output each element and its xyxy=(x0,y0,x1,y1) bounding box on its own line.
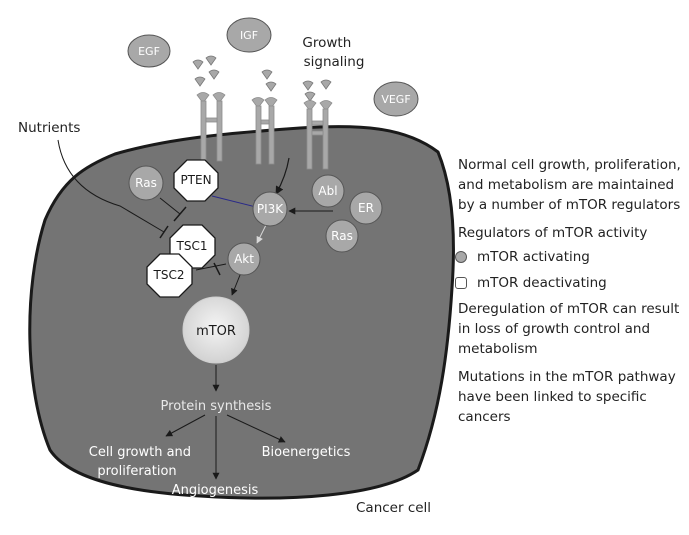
pten-inhibits-pi3k xyxy=(211,195,257,208)
growth-signaling-label: Growth signaling xyxy=(302,35,364,70)
nutrients-label: Nutrients xyxy=(18,120,80,136)
svg-text:ER: ER xyxy=(358,201,374,215)
svg-text:PI3K: PI3K xyxy=(257,202,284,216)
protein-to-bioenergetics-arrow xyxy=(226,414,286,443)
cancer-cell-label: Cancer cell xyxy=(356,500,431,516)
igf-receptor xyxy=(251,97,278,165)
bioenergetics-label: Bioenergetics xyxy=(262,445,351,460)
svg-text:Ras: Ras xyxy=(331,229,353,243)
mutations-text: Mutations in the mTOR pathway have been … xyxy=(458,369,676,425)
pten-node: PTEN xyxy=(173,159,219,202)
vegf-ligand: VEGF xyxy=(373,81,419,117)
svg-text:Akt: Akt xyxy=(234,252,254,266)
protein-synthesis-label: Protein synthesis xyxy=(161,399,272,414)
svg-text:mTOR: mTOR xyxy=(196,324,236,339)
ligand-droplets xyxy=(192,55,332,102)
abl-node: Abl xyxy=(311,174,345,208)
ras-node-left: Ras xyxy=(128,165,164,201)
igf-ligand: IGF xyxy=(226,17,272,53)
activating-circle-icon xyxy=(455,251,467,263)
angiogenesis-label: Angiogenesis xyxy=(172,483,259,498)
svg-text:TSC1: TSC1 xyxy=(176,239,208,253)
svg-text:TSC2: TSC2 xyxy=(153,268,185,282)
akt-inhibit-bar xyxy=(213,262,221,276)
nutrients-inhibit-line xyxy=(57,139,165,233)
cell-growth-label: Cell growth and proliferation xyxy=(89,445,195,479)
legend-activating-label: mTOR activating xyxy=(477,249,590,265)
ras-inhibit-bar xyxy=(173,206,187,222)
ras-node-right: Ras xyxy=(325,219,359,253)
receptor-to-pi3k-arrow xyxy=(275,157,290,195)
akt-to-mtor-arrow xyxy=(231,274,241,296)
pi3k-node: PI3K xyxy=(252,191,288,227)
nutrients-inhibit-bar xyxy=(159,225,169,239)
egf-label: EGF xyxy=(138,45,160,58)
svg-text:Ras: Ras xyxy=(135,176,157,190)
normal-growth-text: Normal cell growth, proliferation, and m… xyxy=(458,157,681,213)
egf-ligand: EGF xyxy=(127,34,171,68)
vegf-label: VEGF xyxy=(381,93,410,106)
svg-text:Abl: Abl xyxy=(318,184,337,198)
svg-text:PTEN: PTEN xyxy=(180,173,211,187)
vegf-receptor xyxy=(303,100,333,170)
tsc-inhibits-akt xyxy=(195,263,227,271)
legend-deactivating: mTOR deactivating xyxy=(455,275,607,291)
mtor-node: mTOR xyxy=(182,296,250,364)
protein-to-growth-arrow xyxy=(165,414,206,437)
pi3k-to-akt-arrow xyxy=(256,224,267,244)
er-node: ER xyxy=(349,191,383,225)
egf-receptor xyxy=(196,92,226,162)
regulators-heading: Regulators of mTOR activity xyxy=(458,225,648,241)
ras-inhibits-tsc xyxy=(159,197,181,215)
legend-deactivating-label: mTOR deactivating xyxy=(477,275,607,291)
igf-label: IGF xyxy=(240,29,258,42)
deregulation-text: Deregulation of mTOR can result in loss … xyxy=(458,301,680,357)
tsc2-node: TSC2 xyxy=(146,253,193,298)
deactivating-square-icon xyxy=(455,277,467,289)
akt-node: Akt xyxy=(227,242,261,276)
legend-activating: mTOR activating xyxy=(455,249,590,265)
